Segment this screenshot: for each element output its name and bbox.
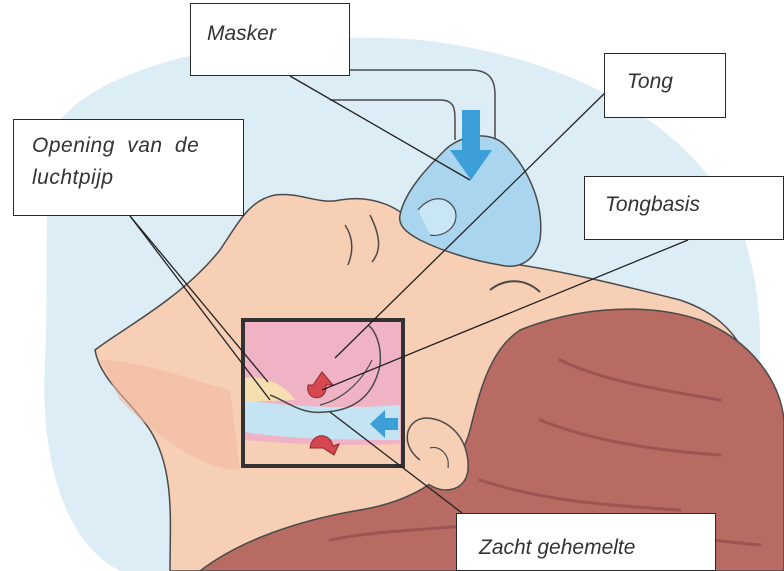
label-tong-text: Tong bbox=[627, 66, 725, 98]
label-masker-text: Masker bbox=[207, 18, 349, 50]
label-opening-text: Opening van de luchtpijp bbox=[32, 130, 231, 193]
label-zacht-text: Zacht gehemelte bbox=[479, 532, 715, 564]
label-masker: Masker bbox=[190, 3, 350, 76]
label-zacht-gehemelte: Zacht gehemelte bbox=[456, 513, 716, 571]
label-tong: Tong bbox=[604, 53, 726, 118]
label-tongbasis: Tongbasis bbox=[584, 176, 784, 240]
label-opening-luchtpijp: Opening van de luchtpijp bbox=[13, 119, 244, 216]
label-tongbasis-text: Tongbasis bbox=[605, 189, 783, 221]
airway-inset bbox=[243, 320, 403, 466]
